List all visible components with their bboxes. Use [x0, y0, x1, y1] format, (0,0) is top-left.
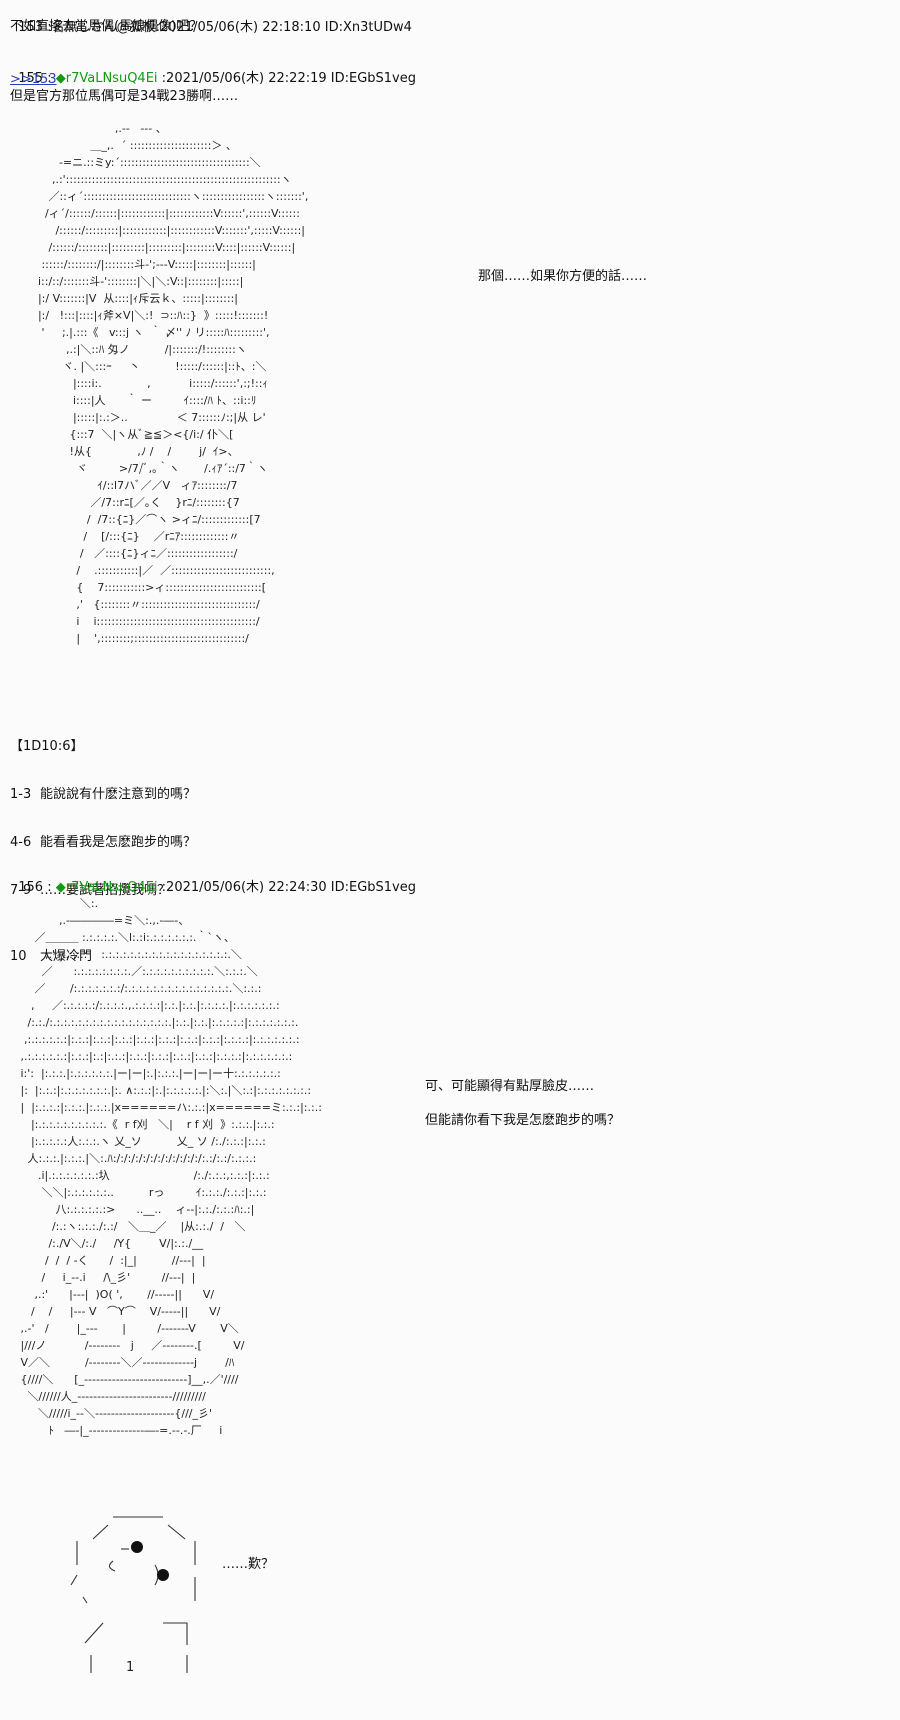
ascii-art-2-line: / / |‐-‐ V ⌒Y⌒ V/‐-‐-‐|| V/ — [10, 1305, 221, 1318]
ascii-art-1-line: ,.:'::::::::::::::::::::::::::::::::::::… — [10, 173, 292, 186]
ascii-art-2-line: ,.:.:.:.:.:.:|:.:.:|:.:|:.:.:|:.:.:|:.:.… — [10, 1050, 293, 1063]
ascii-art-2-line: i:': |:.:.:.|:.:.:.:.:.:.|ー|ー|:.|:.:.:.|… — [10, 1067, 281, 1080]
dice-option: 7-9……要試著招攬我嗎？ — [10, 883, 171, 898]
ascii-art-2-line: |///ノ /‐-‐-‐-‐- j ／‐-‐-‐-‐-.[ V/ — [10, 1339, 245, 1352]
ascii-art-2-line: ／ /:.:.:.:.:.:.:/:.:.:.:.:.:.:.:.:.:.:.:… — [10, 982, 262, 995]
post-datetime: :2021/05/06(木) 22:22:19 — [157, 71, 327, 86]
ascii-art-2-line: {////＼ [_-‐-‐-‐-‐-‐-‐-‐-‐-‐-‐-‐-‐-‐]__,.… — [10, 1373, 239, 1386]
ascii-art-2-line: /:.:./:.:.:.:.:.:.:.:.:.:.:.:.:.:.:.:.:.… — [10, 1016, 299, 1029]
ascii-art-2-line: /:.:ヽ:.:.:./:.:/ ＼＿_／ |从:.:./ / ＼ — [10, 1220, 246, 1233]
ascii-art-2-line: ／＿＿＿ :.:.:.:.:.＼l:.:i:.:.:.:.:.:.:.｀`ヽ、 — [10, 931, 235, 944]
ascii-art-1-line: {:::7 ＼|ヽ从ﾞ≧≦＞<{/i:/ 仆＼[ — [10, 428, 234, 441]
ascii-art-character-2: ＼:. ,.-――――=ミ＼:.,.-―-、 ／＿＿＿ :.:.:.:.:.＼l… — [10, 895, 322, 1439]
post-number[interactable]: 156 — [18, 880, 44, 895]
ascii-art-1-line: i::/::/:::::::斗‐'::::::::|＼|＼:V::|::::::… — [10, 275, 244, 288]
ascii-art-1-line: !从{ ,ﾉ / / j/ ｲ>、 — [10, 445, 239, 458]
post-body-153: 不如直接去當馬偶(馬娘偶像)吧？ — [10, 19, 203, 34]
small-face-dialogue: ……歎？ — [222, 1557, 275, 1572]
reply-link[interactable]: >>153 — [10, 72, 57, 87]
ascii-art-1-line: i i:::::::::::::::::::::::::::::::::::::… — [10, 615, 260, 628]
ascii-art-1-line: ::::::/::::::::/|::::::::斗‐';‐‐‐V:::::|:… — [10, 258, 256, 271]
poster-trip: ◆r7VaLNsuQ4Ei — [55, 880, 158, 895]
ascii-art-1-line: / ／::::{ﾆ}ィﾆ／::::::::::::::::::/ — [10, 547, 238, 560]
ascii-art-1-line: /ィ´/::::::/::::::|::::::::::::|:::::::::… — [10, 207, 300, 220]
ascii-art-2-line: ＼/////i_‐-＼‐-‐-‐-‐-‐-‐-‐-‐-‐-‐-{///_彡' — [10, 1407, 213, 1420]
ascii-art-2-line: |:.:.:.:.:人:.:.:.ヽ 乂_ソ 乂_ ソ /:./:.:.:|:.… — [10, 1135, 266, 1148]
ascii-art-1-line: |:/ V:::::::|V 从::::|ｨ斥云ｋ、:::::|::::::::… — [10, 292, 239, 305]
small-face-drawing: 1 — [70, 1516, 196, 1675]
ascii-art-2-line: ,.-――――=ミ＼:.,.-―-、 — [10, 914, 190, 927]
post-datetime: :2021/05/06(木) 22:24:30 — [157, 880, 327, 895]
poster-id: ID:Xn3tUDw4 — [320, 20, 412, 35]
post-number[interactable]: 153 — [18, 20, 44, 35]
ascii-art-2-line: ,.-' / |_‐-‐ | /‐-‐-‐-‐V V＼ — [10, 1322, 239, 1335]
ascii-art-1-line: / .:::::::::::|／ ／::::::::::::::::::::::… — [10, 564, 275, 577]
ascii-art-2-line: |:.:.:.:.:.:.:.:.:.:.《 r f刈 ＼| r f 刈 》:.… — [10, 1118, 275, 1131]
ascii-art-1-line: /::::::/:::::::::|::::::::::::|:::::::::… — [10, 224, 306, 237]
ascii-art-1-line: |:/ !:::|::::|ｨ斧×V|＼:! ⊃::ﾊ::} 》:::::!::… — [10, 309, 269, 322]
ascii-art-1-line: ,' {::::::::〃:::::::::::::::::::::::::::… — [10, 598, 260, 611]
post-header-156: 156 : ◆r7VaLNsuQ4Ei :2021/05/06(木) 22:24… — [18, 880, 417, 895]
ascii-art-1-line: / /7::{ﾆ}／⌒ヽ >ィﾆ/:::::::::::::[7 — [10, 513, 261, 526]
ascii-art-1-line: |::::i:. , i:::::/::::::',:;!::ｨ — [10, 377, 268, 390]
poster-trip: ◆r7VaLNsuQ4Ei — [55, 71, 158, 86]
ascii-art-2-line: 人:.:.:.|:.:.:.|＼:.ﾊ:/:/:/:/:/:/:/:/:/:/:… — [10, 1152, 257, 1165]
ascii-art-1-line: ,.:|＼::ﾊ 匁ノ /|:::::::/!::::::::ヽ — [10, 343, 247, 356]
post-header-155: 155 : ◆r7VaLNsuQ4Ei :2021/05/06(木) 22:22… — [18, 71, 417, 86]
ascii-art-1-line: ／::ィ´:::::::::::::::::::::::::::::ヽ:::::… — [10, 190, 309, 203]
ascii-art-2-line: / / / ‐く / :|_| //‐-‐| | — [10, 1254, 206, 1267]
ascii-art-1-line: ' ;.|.:::《 v:::j ヽ ｀ 〆'' ﾉ リ:::::ﾊ::::::… — [10, 326, 270, 339]
ascii-art-1-line: ／/7::rﾆ[／｡く }rﾆ/::::::::{7 — [10, 496, 240, 509]
post-number[interactable]: 155 — [18, 71, 44, 86]
post-header-153: 153 :名無しさん@狐板:2021/05/06(木) 22:18:10 ID:… — [18, 20, 412, 35]
ascii-art-2-line: ＼＼|:.:.:.:.:.:.. rっ ｲ:.:.:./:.:.:|:.:.: — [10, 1186, 267, 1199]
ascii-art-2-line: |: |:.:.:|:.:.:.:.:.:.:.|:. ∧:.:.:|:.|:.… — [10, 1084, 312, 1097]
aa-dialogue-2b: 但能請你看下我是怎麽跑步的嗎？ — [425, 1113, 621, 1128]
ascii-art-2-line: V／＼ /‐-‐-‐-‐-＼／‐-‐-‐-‐-‐-‐-‐j /ﾊ — [10, 1356, 235, 1369]
ascii-art-2-line: | |:.:.:.:|:.:.:.|:.:.:.|x======ハ:.:.:|x… — [10, 1101, 322, 1114]
dice-header: 【1D10:6】 — [10, 739, 84, 754]
ascii-art-1-line: | ',::::::::;:::::::::::::::::::::::::::… — [10, 632, 249, 645]
ascii-art-2-line: / i_‐-.i /\_彡' //‐-‐| | — [10, 1271, 196, 1284]
ascii-art-2-line: ﾄ ―‐|_‐-‐-‐-‐-‐-‐-‐-―‐=.‐-.‐.厂 i — [10, 1424, 223, 1437]
poster-name: 名無しさん@狐板 — [51, 20, 156, 35]
ascii-art-2-line: 八:.:.:.:.:.:> ..__.. ィ‐‐|:.:./:.:.:ﾊ:.:| — [10, 1203, 255, 1216]
post-datetime: :2021/05/06(木) 22:18:10 — [155, 20, 321, 35]
ascii-art-2-line: ,.:' |‐-‐| )O( ', //‐-‐-‐|| V/ — [10, 1288, 215, 1301]
ascii-art-1-line: ヾ >/7/ﾞ,｡｀ヽ /.ｨｱ´::/7｀ヽ — [10, 462, 268, 475]
ascii-art-2-line: ,:.:.:.:.:.:|:.:.:|:.:.:|:.:.:|:.:.:|:.:… — [10, 1033, 300, 1046]
poster-id: ID:EGbS1veg — [326, 880, 417, 895]
ascii-art-1-line: -=ニ.::ミy:´::::::::::::::::::::::::::::::… — [10, 156, 261, 169]
ascii-art-1-line: /::::::/::::::::|:::::::::|:::::::::|:::… — [10, 241, 296, 254]
ascii-art-1-line: |:::::|:.:＞.. ＜ 7::::::ﾉ:;|从 レ' — [10, 411, 266, 424]
ascii-art-character-1: ,.-‐ -‐- 、 ＿_,. ´ ::::::::::::::::::::::… — [10, 120, 308, 647]
ascii-art-2-line: , ／:.:.:.:.:/:.:.:.:.,.:.:.:.:|:.:.|:.:.… — [10, 999, 280, 1012]
ascii-art-1-line: i::::|人 ｀ ー ｲ::::/ﾊ ﾄ、::i::ﾘ — [10, 394, 257, 407]
ascii-art-1-line: / [/:::{ﾆ} ／rﾆｱ:::::::::::::〃 — [10, 530, 240, 543]
ascii-art-2-line: /:./V＼/:./ /Y{ V/|:.:./__ — [10, 1237, 204, 1250]
ascii-art-1-line: ,.-‐ -‐- 、 — [10, 122, 167, 135]
ascii-art-2-line: ＼//////人_‐-‐-‐-‐-‐-‐-‐-‐-‐-‐-‐-‐-///////… — [10, 1390, 206, 1403]
aa-dialogue-1: 那個……如果你方便的話…… — [478, 269, 648, 284]
ascii-art-2-line: .i|.:.:.:.:.:.:.:圦 /:./:.:.:,:.:.:|:.:.: — [10, 1169, 270, 1182]
ascii-art-small-face: 1 — [55, 1490, 215, 1705]
post-body-155: 但是官方那位馬偶可是34戰23勝啊…… — [10, 89, 239, 104]
ascii-art-1-line: ＿_,. ´ ::::::::::::::::::::::＞ 、 — [10, 139, 237, 152]
ascii-art-1-line: { 7:::::::::::>ィ::::::::::::::::::::::::… — [10, 581, 267, 594]
poster-id: ID:EGbS1veg — [326, 71, 417, 86]
ascii-art-2-line: ／ :.:.:.:.:.:.:.:.／:.:.:.:.:.:.:.:.:.:.＼… — [10, 965, 258, 978]
ascii-art-1-line: ｲ/::l7ハﾞ／／V ィｱ::::::::/7 — [10, 479, 238, 492]
ascii-art-2-line: ＼:. — [10, 897, 99, 910]
ascii-art-1-line: ヾ. |＼:::ｰ 丶 !:::::/::::::|::ﾄ、:＼ — [10, 360, 267, 373]
ascii-art-2-line: ,.' :.:.:.: :.:.:.:.:.:.:.:.:.:.:.:.:.:.… — [10, 948, 242, 961]
svg-text:1: 1 — [126, 1660, 134, 1675]
aa-dialogue-2a: 可、可能顯得有點厚臉皮…… — [425, 1079, 595, 1094]
